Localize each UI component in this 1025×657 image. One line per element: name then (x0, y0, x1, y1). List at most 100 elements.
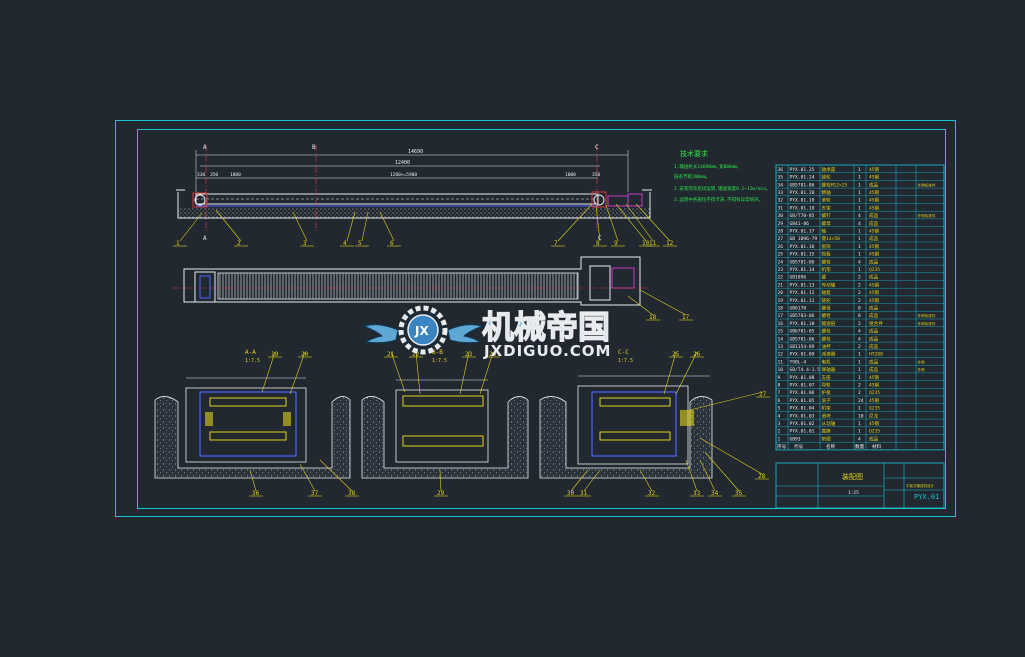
balloon-number: 30 (567, 490, 575, 497)
bom-cell: 1 (858, 229, 861, 235)
bom-cell: 45钢 (869, 228, 880, 235)
bom-cell: 23 (778, 267, 784, 273)
bom-cell: 成品 (869, 335, 879, 342)
section-c-title: C-C (618, 349, 629, 356)
balloon-number: 28 (758, 473, 766, 480)
balloon-number: 9 (614, 240, 618, 247)
bom-cell: 1 (778, 436, 781, 442)
balloon-number: 21 (387, 351, 395, 358)
bom-cell: 4 (858, 336, 861, 342)
balloon-leader (639, 469, 653, 492)
bom-remark: 外购 (918, 367, 926, 372)
balloon-number: 24 (489, 351, 497, 358)
bom-cell: 2 (858, 383, 861, 389)
bom-cell: 成品 (869, 312, 879, 319)
balloon-number: 18 (649, 314, 657, 321)
bom-cell: 34 (778, 182, 784, 188)
bom-cell: 10 (778, 367, 784, 373)
title-block (775, 462, 945, 509)
bom-cell: 26 (778, 244, 784, 250)
balloon-number: 3 (303, 240, 307, 247)
bom-cell: 45钢 (869, 189, 880, 196)
bom-remark: 外购标准件 (918, 182, 936, 187)
bom-cell: 2 (778, 429, 781, 435)
bom-cell: 成品 (869, 220, 879, 227)
bom-cell: 14 (778, 336, 784, 342)
balloon-number: 17 (682, 314, 690, 321)
bom-cell: 2 (858, 290, 861, 296)
drawing-name: 装配图 (842, 472, 863, 481)
section-mark-c-top: C (595, 144, 599, 151)
balloon-leader (699, 437, 763, 475)
bom-cell: GB1154-89 (790, 344, 815, 350)
balloon-leader (261, 351, 276, 393)
bom-cell: PYX.01.12 (790, 290, 815, 296)
bom-cell: 15 (778, 329, 784, 335)
balloon-leader (605, 204, 619, 242)
bom-cell: 成品 (869, 258, 879, 265)
section-mark-a-top: A (203, 144, 207, 151)
bom-cell: 2 (858, 282, 861, 288)
bom-cell: Q235 (869, 406, 880, 412)
bom-cell: 1 (858, 421, 861, 427)
bom-cell: PYX.01.06 (790, 390, 815, 396)
bom-cell: GB5781-86 (790, 336, 815, 342)
balloon-number: 25 (672, 351, 680, 358)
section-mark-b-top: B (312, 144, 316, 151)
bom-cell: 45钢 (869, 281, 880, 288)
segment-dim-4: 1280×=5900 (390, 172, 417, 178)
balloon-number: 5 (358, 240, 362, 247)
bom-cell: 电机 (822, 358, 832, 365)
bom-cell: 1 (858, 236, 861, 242)
bom-cell: PYX.01.03 (790, 413, 815, 419)
bom-cell: 滚子 (822, 397, 832, 404)
bom-cell: 螺栓 (822, 328, 832, 335)
bom-cell: PYX.01.19 (790, 198, 815, 204)
bom-cell: 油杯 (822, 343, 832, 350)
bom-cell: 螺母 (822, 305, 832, 312)
bom-cell: PYX.01.20 (790, 190, 815, 196)
section-c-scale: 1:7.5 (618, 358, 633, 364)
section-b-title: B-B (432, 349, 443, 356)
bom-cell: 45钢 (869, 204, 880, 211)
bom-cell: 45钢 (869, 166, 880, 173)
bom-cell: PYX.01.07 (790, 383, 815, 389)
bom-cell: 31 (778, 205, 784, 211)
bom-cell: Y90L-4 (790, 359, 807, 365)
bom-cell: Q235 (869, 267, 880, 273)
bom-cell: 减速器 (822, 351, 836, 358)
notes-line-1: 1.输送机长14690mm,宽800mm。 (674, 163, 742, 170)
bom-cell: 12 (778, 352, 784, 358)
bom-cell: 1 (858, 190, 861, 196)
bom-cell: 33 (778, 190, 784, 196)
bom-cell: 2 (858, 275, 861, 281)
balloon-number: 23 (465, 351, 473, 358)
notes-line-4: 3.运转中各部位不得卡滞,不得有异常响声。 (674, 196, 763, 203)
bom-cell: 6 (778, 398, 781, 404)
balloon-number: 32 (648, 490, 656, 497)
balloon-leader (704, 451, 740, 492)
bom-remark: 外购 (918, 359, 926, 364)
bom-cell: 机架 (822, 405, 832, 412)
bom-cell: 24 (858, 398, 864, 404)
balloon-leader (635, 203, 671, 242)
bom-cell: 36 (778, 167, 784, 173)
bom-cell: 螺母 (822, 220, 832, 227)
section-a-scale: 1:7.5 (245, 358, 260, 364)
bom-cell: 键 (822, 274, 827, 281)
bom-cell: 组合件 (869, 320, 883, 327)
segment-dim-3: 1000 (230, 172, 241, 178)
bom-cell: GB6170 (790, 306, 807, 312)
balloon-number: 11 (649, 240, 657, 247)
bom-header-cell: 材料 (872, 443, 882, 450)
balloon-leader (459, 351, 470, 395)
balloon-number: 31 (580, 490, 588, 497)
balloon-number: 37 (311, 490, 319, 497)
bom-cell: PYX.01.01 (790, 429, 815, 435)
balloon-leader (439, 469, 442, 492)
balloon-number: 33 (693, 490, 701, 497)
bom-cell: GB/T70-85 (790, 213, 815, 219)
bom-cell: 成品 (869, 328, 879, 335)
bom-cell: 滚轮 (822, 197, 832, 204)
bom-header-cell: 序号 (777, 443, 787, 450)
